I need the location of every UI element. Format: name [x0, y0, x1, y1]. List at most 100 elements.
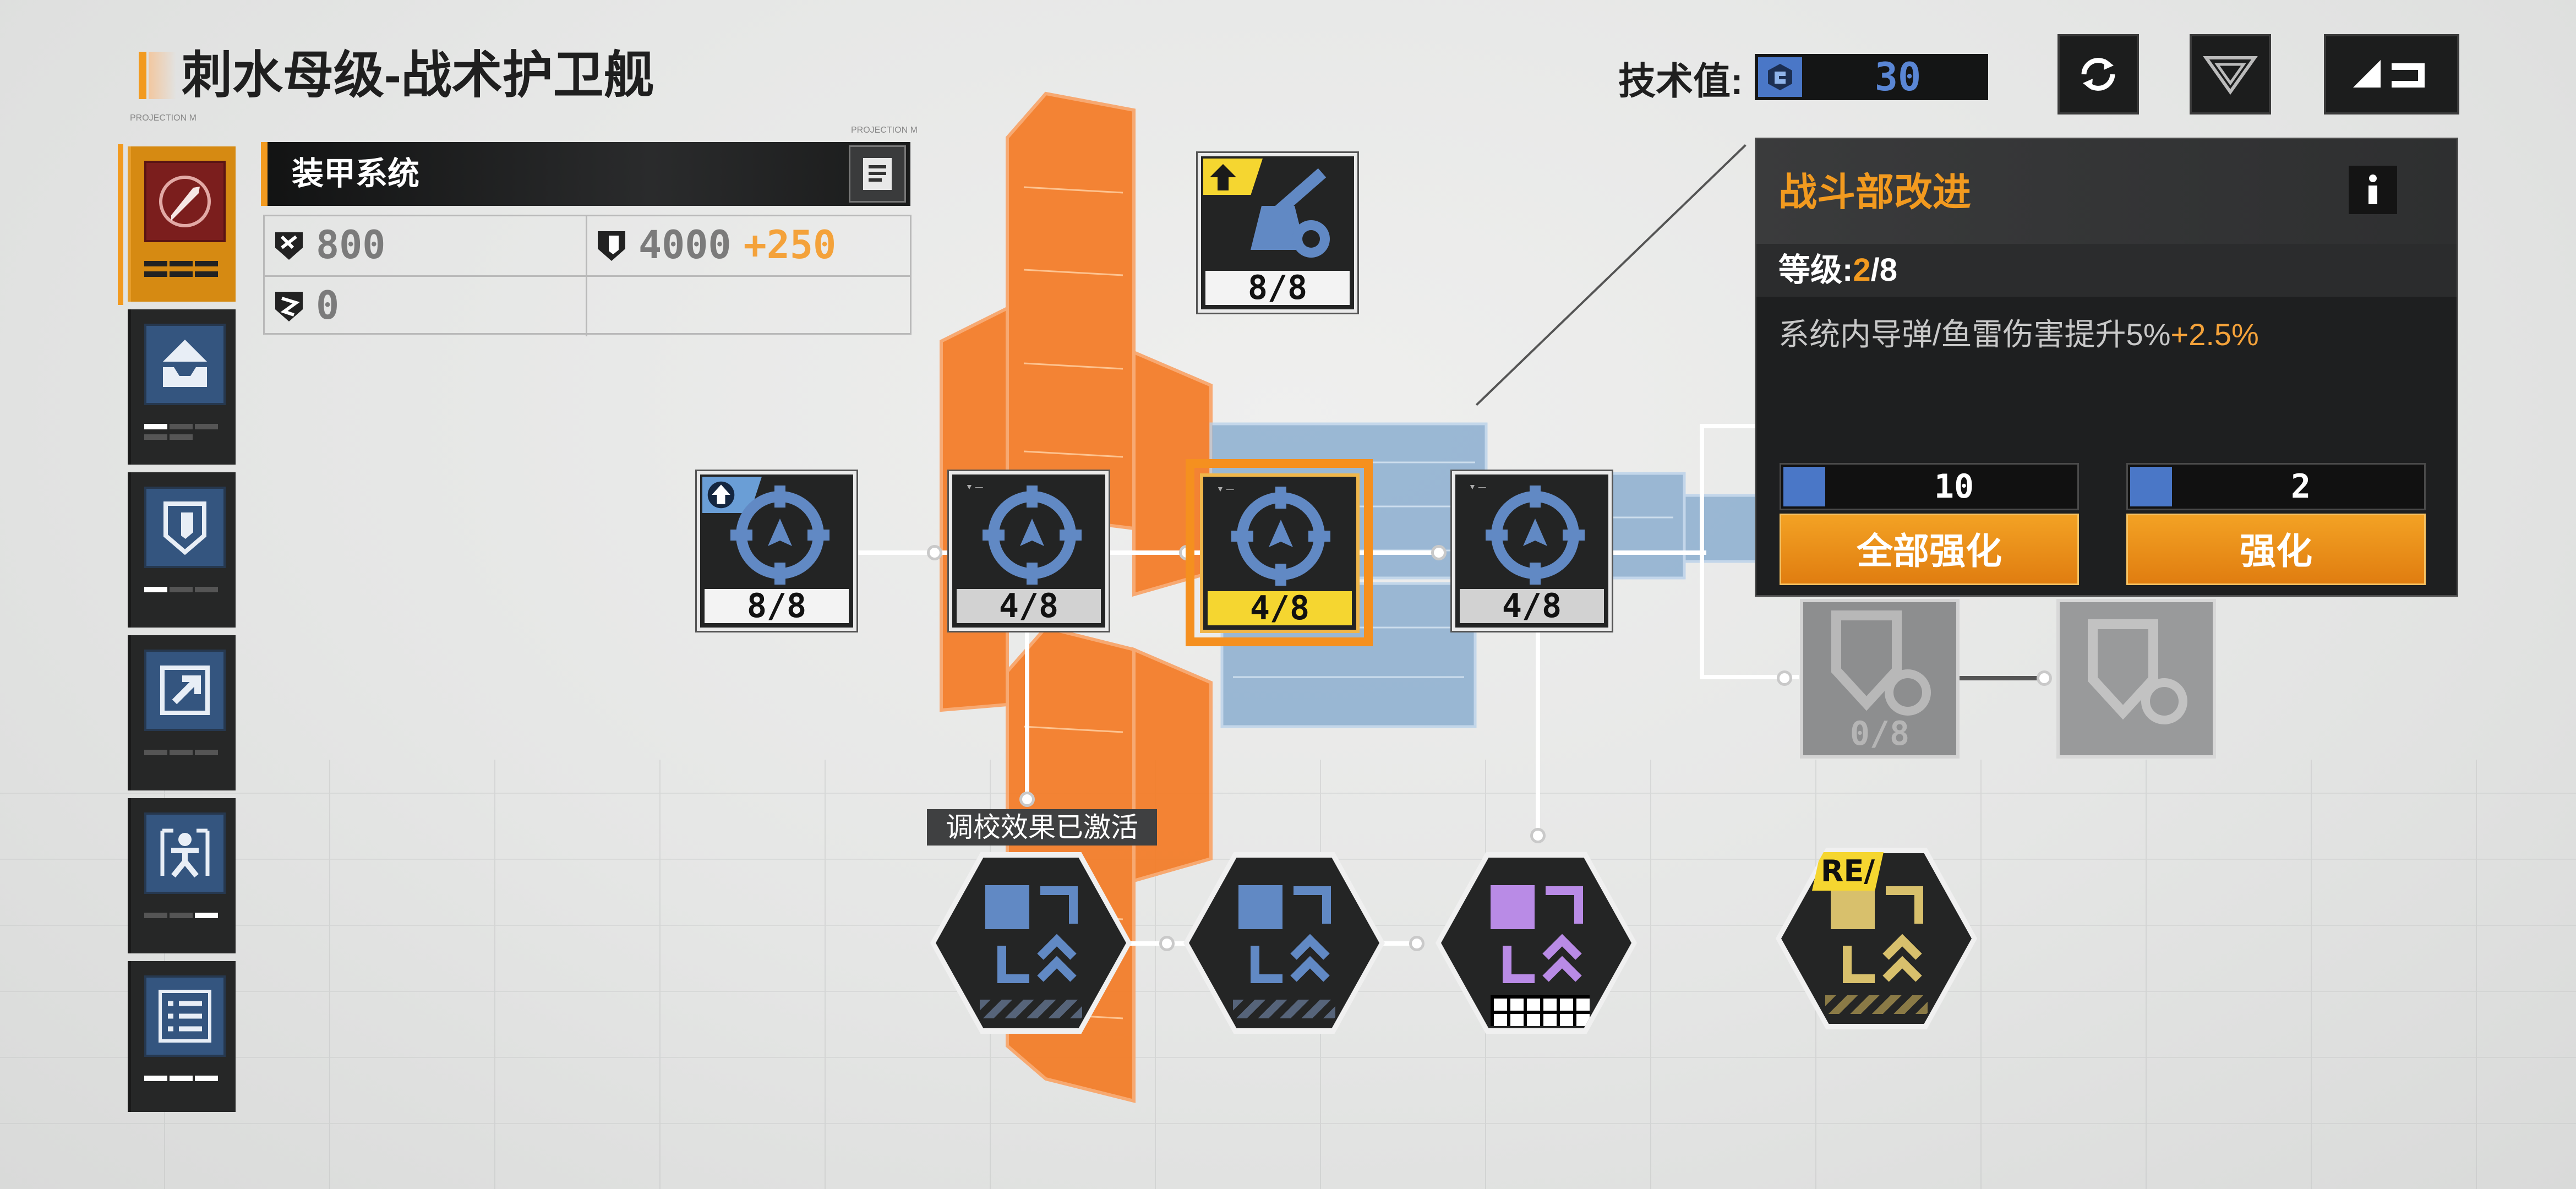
arrow-box-icon: [144, 650, 226, 731]
shield-icon: [144, 487, 226, 568]
cost-all-value: 10: [1934, 467, 1974, 506]
tech-gem-icon: [1758, 57, 1802, 97]
upgrade-node-targeting-2[interactable]: ▼ — 4/8: [947, 470, 1110, 632]
tooltip-level: 等级:2/8: [1756, 244, 2457, 297]
sidebar-item-tray[interactable]: [128, 309, 236, 465]
re-badge: RE/: [1812, 852, 1884, 891]
upgrade-node-warhead-selected[interactable]: ▼ — 4/8: [1200, 473, 1360, 633]
level-current: 2: [1853, 252, 1871, 288]
upgrade-node-tower[interactable]: 8/8: [1196, 151, 1359, 314]
calibration-module-3[interactable]: [1436, 852, 1637, 1034]
title-accent-fade: [149, 52, 176, 99]
module-chevron-icon: [1831, 885, 1923, 983]
crosshair-icon: [730, 486, 829, 585]
armor-icon: [275, 232, 303, 260]
system-notes-button[interactable]: [849, 145, 906, 203]
sidebar-item-arrow-box[interactable]: [128, 635, 236, 790]
tooltip-description: 系统内导弹/鱼雷伤害提升5%+2.5%: [1778, 310, 2259, 354]
emblem-button[interactable]: [2190, 34, 2271, 114]
node-level: 0/8: [1849, 715, 1910, 753]
projection-label-right: PROJECTION M: [851, 126, 918, 135]
node-level: 8/8: [1205, 271, 1350, 305]
turret-icon: [1251, 168, 1330, 258]
connector: [1613, 550, 1706, 555]
upgrade-node-targeting-1[interactable]: 8/8: [695, 470, 858, 632]
title-accent: [139, 52, 146, 99]
shield-gear-icon: [1831, 610, 1931, 716]
module-chevron-icon: [985, 885, 1078, 983]
calibration-module-2[interactable]: [1183, 852, 1385, 1034]
calibration-active-text: 调校效果已激活: [946, 812, 1138, 843]
node-level: 4/8: [957, 589, 1101, 623]
sidebar-item-bars: [144, 259, 226, 280]
cost-one-value: 2: [2290, 467, 2311, 506]
tech-gem-icon: [1783, 467, 1825, 506]
cost-one: 2: [2126, 463, 2426, 510]
crosshair-icon: [1486, 486, 1585, 585]
upgrade-button[interactable]: 强化: [2126, 514, 2426, 585]
description-bonus: +2.5%: [2170, 317, 2259, 352]
system-header-accent: [261, 142, 268, 206]
stat-armor-value: 800: [316, 222, 386, 268]
page-title: 刺水母级-战术护卫舰: [182, 47, 654, 103]
connector-dot: [1530, 828, 1546, 843]
back-button[interactable]: [2324, 34, 2459, 114]
calibration-module-1[interactable]: [930, 852, 1132, 1034]
connector-dot: [2037, 670, 2052, 686]
upgrade-node-targeting-3[interactable]: ▼ — 4/8: [1450, 470, 1613, 632]
arrow-up-icon: [707, 481, 735, 509]
stat-shield: 4000 +250: [592, 220, 836, 270]
sidebar-item-list[interactable]: [128, 961, 236, 1112]
re-badge-text: RE/: [1820, 854, 1875, 888]
tech-value: 30: [1874, 54, 1922, 100]
sidebar-item-shield[interactable]: [128, 472, 236, 628]
level-label: 等级:: [1778, 252, 1853, 288]
connector-dot: [1431, 545, 1447, 560]
module-chevron-icon: [1491, 885, 1583, 983]
system-header: 装甲系统: [261, 142, 910, 206]
info-button[interactable]: [2349, 166, 2397, 214]
cost-all: 10: [1780, 463, 2079, 510]
node-level: 8/8: [705, 589, 849, 623]
connector: [1700, 675, 1799, 679]
sidebar-item-bars: [144, 585, 226, 595]
crosshair-icon: [1231, 487, 1330, 586]
sidebar-item-bars: [144, 748, 226, 758]
upgrade-available-badge: [1203, 159, 1263, 195]
stat-resist-value: 0: [316, 283, 340, 328]
sidebar-item-armor[interactable]: [128, 146, 236, 302]
sidebar-item-bars: [144, 910, 226, 921]
connector-dot: [1159, 936, 1175, 951]
system-stats-table: [263, 215, 912, 336]
list-icon: [144, 975, 226, 1057]
tech-value-box: 30: [1755, 54, 1988, 100]
node-level: 4/8: [1460, 589, 1604, 623]
tray-icon: [144, 324, 226, 405]
refresh-button[interactable]: [2057, 34, 2139, 114]
stat-resist: 0: [270, 281, 339, 330]
arrow-up-icon: [1210, 164, 1236, 190]
level-max: /8: [1870, 252, 1897, 288]
sidebar-item-bars: [144, 1073, 226, 1084]
description-text: 系统内导弹/鱼雷伤害提升5%: [1778, 317, 2171, 352]
connector: [1700, 424, 1760, 428]
connector-dot: [927, 545, 942, 560]
connector: [1536, 628, 1540, 837]
node-level: 4/8: [1208, 591, 1352, 625]
upgrade-all-button[interactable]: 全部强化: [1780, 514, 2079, 585]
sidebar-item-person[interactable]: [128, 798, 236, 953]
upgrade-tooltip: 战斗部改进 等级:2/8 系统内导弹/鱼雷伤害提升5%+2.5% 10 全部强化…: [1755, 138, 2458, 597]
upgrade-node-shield-locked-2[interactable]: [2056, 599, 2216, 759]
system-title: 装甲系统: [292, 156, 420, 192]
upgrade-node-shield-locked[interactable]: 0/8: [1800, 599, 1960, 759]
calibration-module-re[interactable]: RE/: [1776, 848, 1977, 1029]
tech-value-label: 技术值:: [1618, 61, 1743, 102]
connector-dot: [1777, 670, 1792, 686]
tech-gem-icon: [2130, 467, 2172, 506]
sidebar-item-bars: [144, 422, 226, 443]
shield-icon: [598, 231, 625, 261]
connector: [1025, 628, 1029, 804]
tooltip-header: [1756, 139, 2457, 244]
stat-shield-bonus: +250: [743, 222, 837, 268]
person-icon: [144, 812, 226, 894]
